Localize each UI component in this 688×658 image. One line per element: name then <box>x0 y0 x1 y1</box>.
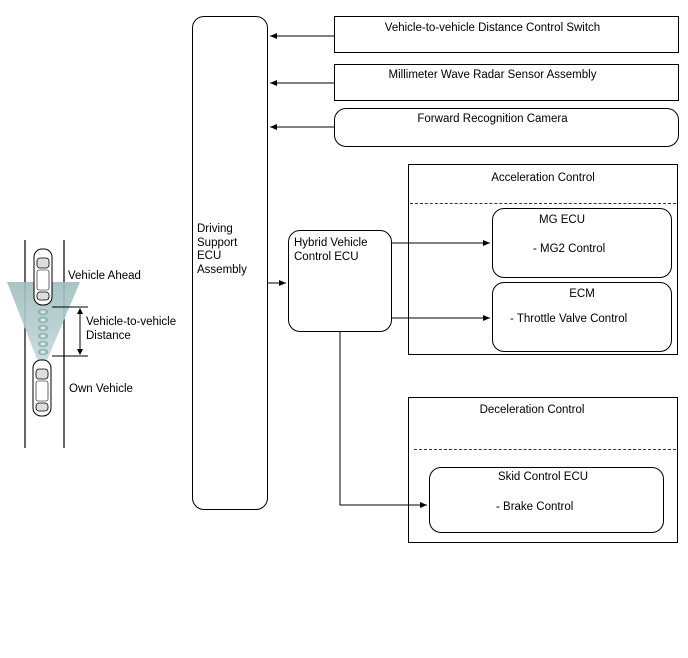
distance-control-switch-label: Vehicle-to-vehicle Distance Control Swit… <box>384 22 601 34</box>
deceleration-divider <box>414 449 676 450</box>
skid-control-ecu-function: - Brake Control <box>496 501 574 513</box>
own-vehicle-icon <box>32 359 52 417</box>
distance-label-line1: Vehicle-to-vehicle <box>86 316 177 328</box>
forward-camera-box <box>334 108 679 147</box>
skid-control-ecu-name: Skid Control ECU <box>497 471 589 483</box>
driving-support-ecu-line3: ECU <box>197 250 222 262</box>
driving-support-ecu-line1: Driving <box>197 223 233 235</box>
skid-control-ecu-box <box>429 467 664 533</box>
radar-sensor-label: Millimeter Wave Radar Sensor Assembly <box>388 69 597 81</box>
ecm-function: - Throttle Valve Control <box>510 313 628 325</box>
hybrid-ecu-line2: Control ECU <box>294 251 359 263</box>
mg-ecu-name: MG ECU <box>539 214 585 226</box>
acceleration-control-title: Acceleration Control <box>491 172 595 184</box>
arrow-hybrid-to-skid-ecu <box>339 332 427 508</box>
mg-ecu-function: - MG2 Control <box>533 243 606 255</box>
vehicle-ahead-label: Vehicle Ahead <box>68 270 141 282</box>
mg-ecu-box <box>492 208 672 278</box>
driving-support-ecu-line4: Assembly <box>197 264 247 276</box>
acceleration-divider <box>410 203 676 204</box>
radar-waves <box>38 309 48 355</box>
hybrid-ecu-line1: Hybrid Vehicle <box>294 237 368 249</box>
own-vehicle-label: Own Vehicle <box>69 383 133 395</box>
ecm-name: ECM <box>569 288 595 300</box>
driving-support-ecu-box <box>192 16 268 510</box>
distance-dimension <box>52 306 88 357</box>
driving-support-ecu-line2: Support <box>197 237 238 249</box>
deceleration-control-title: Deceleration Control <box>479 404 585 416</box>
distance-control-switch-box <box>334 16 679 53</box>
radar-sensor-box <box>334 64 679 101</box>
hybrid-ecu-box <box>288 230 392 332</box>
vehicle-ahead-icon <box>33 248 53 306</box>
forward-camera-label: Forward Recognition Camera <box>417 113 568 125</box>
distance-label-line2: Distance <box>86 330 131 342</box>
ecm-box <box>492 282 672 352</box>
